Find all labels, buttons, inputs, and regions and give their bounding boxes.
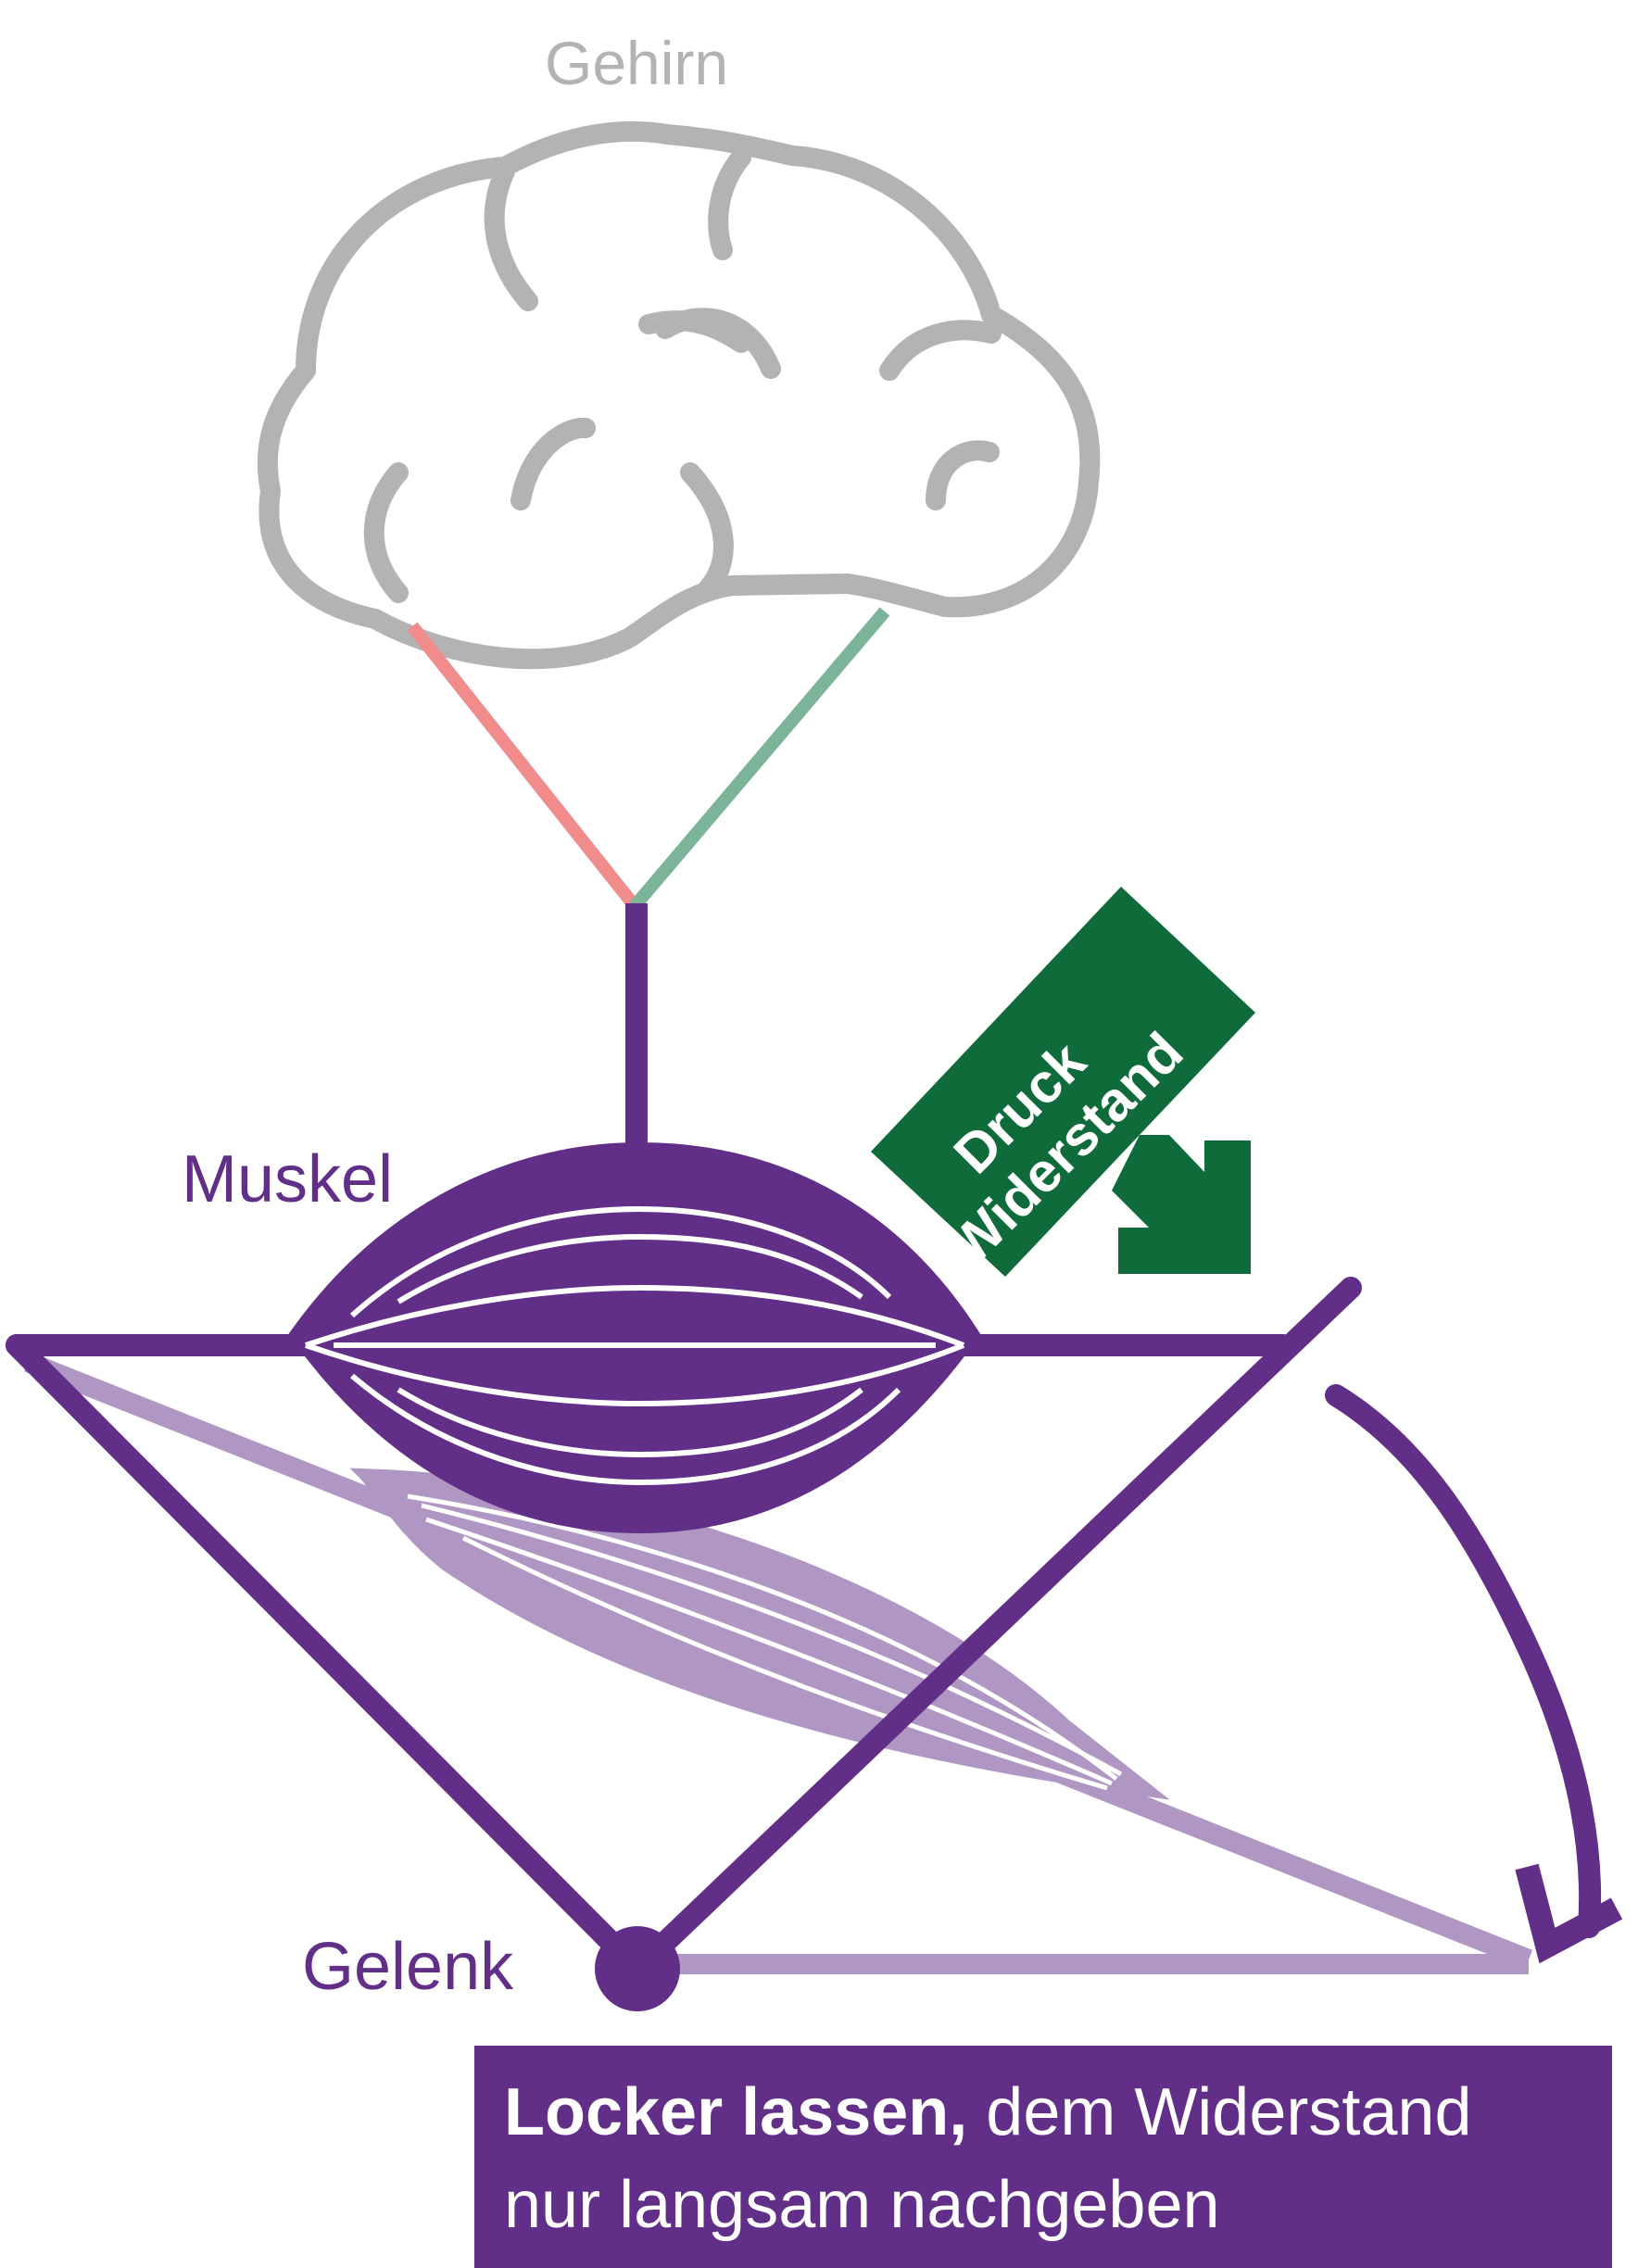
curved-arrow-icon bbox=[1325, 1384, 1623, 1964]
muscle-belly bbox=[288, 1141, 981, 1534]
joint-label: Gelenk bbox=[302, 1930, 514, 2004]
caption-line-2: nur langsam nachgeben bbox=[504, 2168, 1220, 2242]
nerve-line-green bbox=[629, 607, 890, 911]
brain-icon bbox=[257, 120, 1101, 670]
stretched-muscle bbox=[349, 1468, 1170, 1800]
stretched-position bbox=[23, 1352, 1533, 1974]
nerve-line-red bbox=[407, 622, 640, 911]
caption-bold: Locker lassen, bbox=[504, 2075, 968, 2149]
caption-line-1: Locker lassen, dem Widerstand bbox=[504, 2066, 1612, 2159]
muscle-label: Muskel bbox=[182, 1142, 394, 1216]
pressure-arrow-icon bbox=[1112, 1135, 1251, 1274]
caption-rest: dem Widerstand bbox=[967, 2075, 1472, 2149]
caption-box: Locker lassen, dem Widerstand nur langsa… bbox=[474, 2046, 1612, 2268]
pressure-sign: Druck Widerstand bbox=[871, 887, 1255, 1279]
brain-label: Gehirn bbox=[545, 29, 729, 97]
joint-pivot bbox=[595, 1926, 680, 2011]
